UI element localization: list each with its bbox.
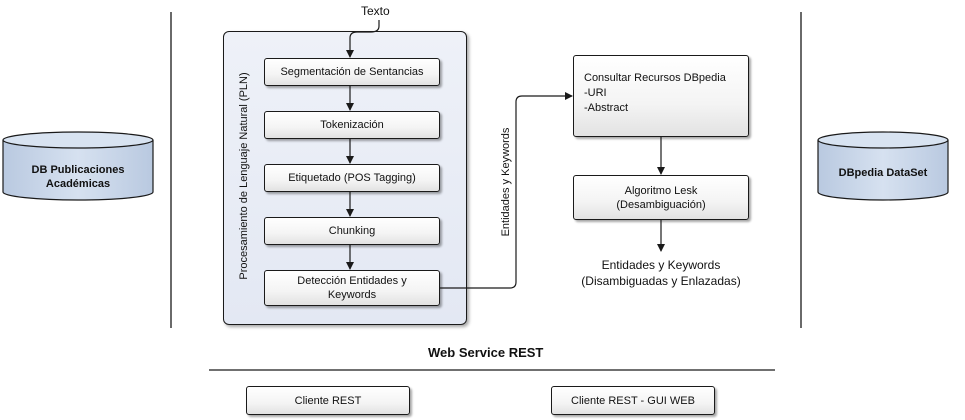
step-tokenizacion: Tokenización bbox=[264, 111, 440, 139]
right-database-icon bbox=[817, 131, 949, 201]
step-tokenizacion-label: Tokenización bbox=[320, 119, 384, 131]
step-deteccion-label: Detección Entidades y Keywords bbox=[297, 275, 407, 301]
client-gui-web-button[interactable]: Cliente REST - GUI WEB bbox=[551, 386, 715, 415]
client-rest-button[interactable]: Cliente REST bbox=[246, 386, 410, 415]
pln-title: Procesamiento de Lenguaje Natural (PLN) bbox=[238, 72, 250, 280]
step-chunking: Chunking bbox=[264, 217, 440, 245]
client-rest-label: Cliente REST bbox=[294, 394, 362, 407]
connector-label: Entidades y Keywords bbox=[500, 127, 512, 237]
right-database-label: DBpedia DataSet bbox=[838, 167, 928, 179]
step-segmentacion-label: Segmentación de Sentancias bbox=[280, 66, 424, 78]
client-gui-web-label: Cliente REST - GUI WEB bbox=[571, 394, 695, 407]
output-label: Entidades y Keywords (Disambiguadas y En… bbox=[581, 258, 741, 288]
step-deteccion: Detección Entidades y Keywords bbox=[264, 270, 440, 306]
dbpedia-query-box: Consultar Recursos DBpedia -URI -Abstrac… bbox=[573, 55, 749, 137]
left-database-icon bbox=[2, 131, 154, 201]
step-chunking-label: Chunking bbox=[328, 225, 376, 237]
step-etiquetado-label: Etiquetado (POS Tagging) bbox=[288, 172, 416, 184]
step-etiquetado: Etiquetado (POS Tagging) bbox=[264, 164, 440, 192]
dbpedia-query-label: Consultar Recursos DBpedia -URI -Abstrac… bbox=[584, 72, 726, 114]
left-database-label: DB Publicaciones Académicas bbox=[31, 164, 125, 190]
lesk-box: Algoritmo Lesk (Desambiguación) bbox=[573, 175, 749, 220]
lesk-label: Algoritmo Lesk (Desambiguación) bbox=[616, 184, 706, 211]
service-title: Web Service REST bbox=[428, 345, 544, 360]
step-segmentacion: Segmentación de Sentancias bbox=[264, 58, 440, 86]
input-label: Texto bbox=[361, 4, 390, 18]
